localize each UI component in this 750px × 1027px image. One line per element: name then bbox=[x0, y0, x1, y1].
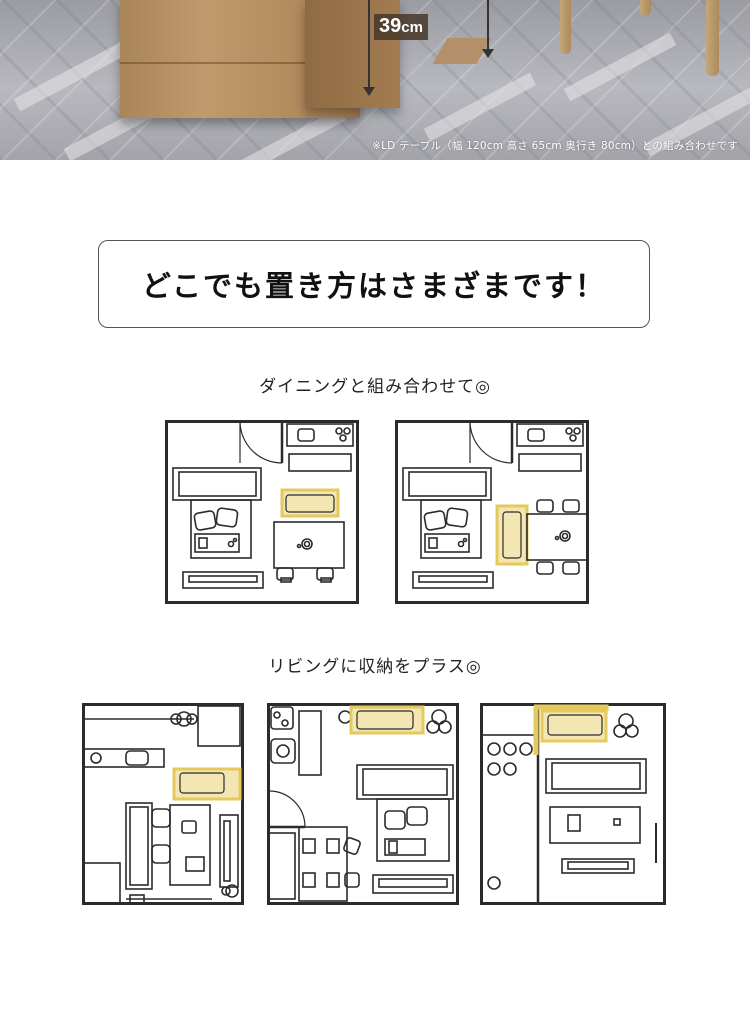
floor-plan-dining-1 bbox=[165, 420, 359, 604]
chair-leg bbox=[560, 0, 571, 54]
dimension-arrow bbox=[482, 0, 494, 58]
headline-box: どこでも置き方はさまざまです！ bbox=[98, 240, 650, 328]
headline-text: どこでも置き方はさまざまです！ bbox=[141, 269, 607, 303]
section-title-living: リビングに収納をプラス◎ bbox=[268, 657, 482, 677]
floor-pattern bbox=[13, 42, 127, 112]
floor-plan-dining-2 bbox=[395, 420, 589, 604]
floor-plan-living-1 bbox=[82, 703, 244, 905]
section-title-dining: ダイニングと組み合わせて◎ bbox=[259, 377, 491, 397]
chair-leg bbox=[706, 0, 719, 76]
floor-pattern bbox=[563, 32, 677, 102]
photo-caption: ※LD テーブル（幅 120cm 高さ 65cm 奥行き 80cm）との組み合わ… bbox=[372, 140, 738, 152]
floor-plan-living-2 bbox=[267, 703, 459, 905]
chair-leg bbox=[640, 0, 651, 16]
floor-pattern bbox=[423, 72, 537, 142]
floor-plan-living-3 bbox=[480, 703, 666, 905]
dimension-arrow bbox=[363, 0, 375, 96]
dimension-label: 39cm bbox=[374, 14, 428, 40]
hero-photo: 39cm ※LD テーブル（幅 120cm 高さ 65cm 奥行き 80cm）と… bbox=[0, 0, 750, 160]
